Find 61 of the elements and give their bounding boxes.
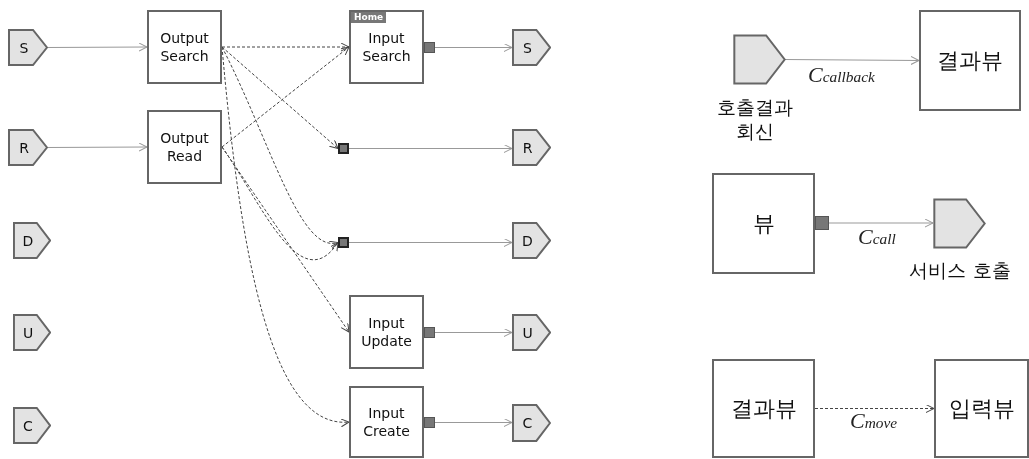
node-caption: 호출결과 회신 — [716, 95, 794, 143]
port-pentagon — [8, 129, 48, 166]
process-box — [712, 173, 815, 274]
node-caption: 서비스 호출 — [908, 258, 1012, 282]
process-box — [934, 359, 1029, 458]
node-label: 결과뷰 — [730, 394, 797, 423]
process-box — [349, 10, 424, 84]
port-pentagon — [512, 129, 551, 166]
port-pentagon — [13, 407, 51, 444]
arrow — [434, 418, 513, 427]
process-box — [349, 386, 424, 458]
port-pentagon — [512, 314, 551, 351]
node-label: S — [19, 39, 29, 56]
node-label: D — [22, 232, 34, 249]
node-label: Output Search — [159, 29, 210, 65]
dashed-arrow — [221, 146, 350, 333]
node-label: S — [523, 39, 532, 56]
node-label: 결과뷰 — [937, 46, 1003, 75]
port-square — [424, 417, 435, 428]
node-label: D — [522, 232, 533, 249]
arrow — [348, 238, 513, 247]
port-pentagon — [13, 314, 51, 351]
process-box — [147, 10, 222, 84]
port-pentagon — [13, 222, 51, 259]
port-square — [424, 327, 435, 338]
port-square — [815, 216, 829, 230]
dashed-arrow — [814, 404, 935, 413]
arrow — [434, 43, 513, 52]
node-label: U — [522, 324, 533, 341]
process-box — [919, 10, 1021, 111]
process-box — [712, 359, 815, 458]
node-label: Input Create — [362, 404, 411, 440]
arrow — [828, 218, 934, 228]
node-label: U — [22, 324, 34, 341]
port-pentagon — [512, 29, 551, 66]
arrow — [434, 328, 513, 337]
port-pentagon — [512, 222, 551, 259]
arrow — [784, 55, 920, 65]
node-label: Input Update — [360, 314, 413, 350]
node-label: Output Read — [159, 129, 210, 165]
node-label: Input Search — [361, 29, 412, 65]
node-label: C — [23, 417, 33, 434]
tab-label: Home — [351, 12, 387, 23]
arrow — [46, 142, 148, 152]
dashed-arrow — [221, 42, 350, 52]
process-box — [349, 295, 424, 369]
node-label: R — [19, 139, 29, 156]
port-pentagon — [933, 198, 986, 249]
arrow — [46, 42, 148, 52]
process-box — [147, 110, 222, 184]
node-label: 입력뷰 — [948, 394, 1015, 423]
node-label: C — [522, 415, 533, 431]
port-square — [338, 143, 349, 154]
port-square — [338, 237, 349, 248]
port-square — [424, 42, 435, 53]
node-label: R — [522, 139, 533, 156]
port-pentagon — [512, 404, 551, 442]
port-pentagon — [733, 34, 786, 85]
node-label: 뷰 — [752, 209, 775, 238]
arrow — [348, 144, 513, 153]
port-pentagon — [8, 29, 48, 66]
